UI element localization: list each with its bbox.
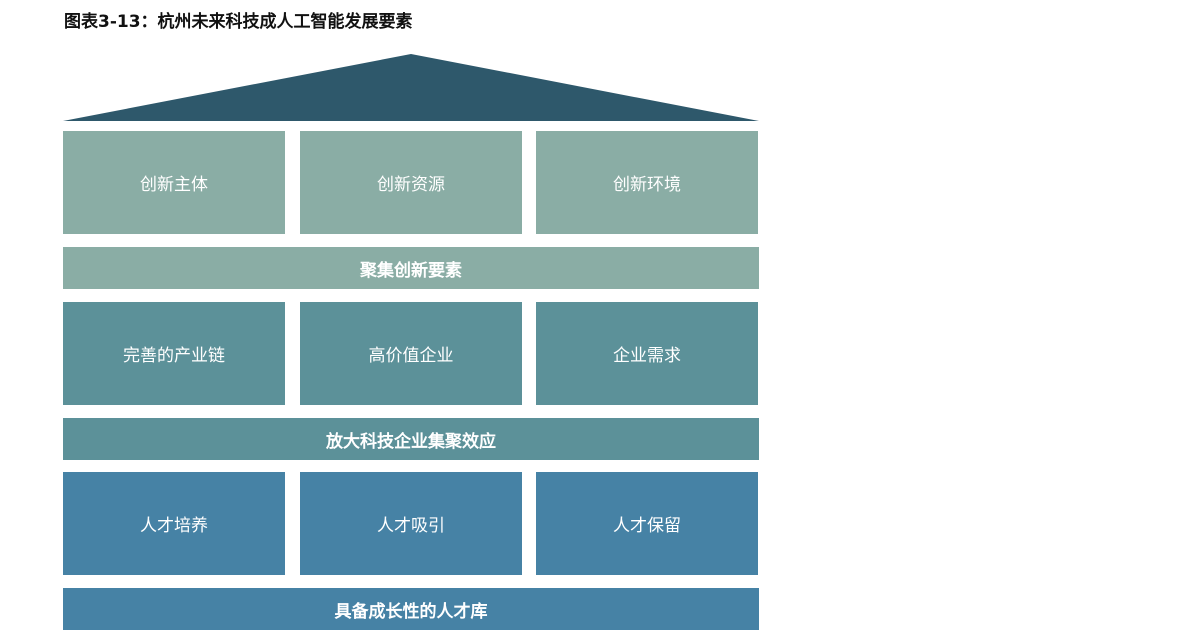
tier1-box-innovation-environment: 创新环境 [536, 131, 758, 234]
tier2-box-enterprise-demand: 企业需求 [536, 302, 758, 405]
roof-triangle [63, 54, 759, 121]
tier1-box-innovation-subject: 创新主体 [63, 131, 285, 234]
tier1-box-innovation-resources: 创新资源 [300, 131, 522, 234]
tier2-band: 放大科技企业集聚效应 [63, 418, 759, 460]
figure-title: 图表3-13：杭州未来科技成人工智能发展要素 [64, 12, 413, 32]
tier2-box-high-value-enterprises: 高价值企业 [300, 302, 522, 405]
tier1-band: 聚集创新要素 [63, 247, 759, 289]
tier3-band: 具备成长性的人才库 [63, 588, 759, 630]
tier2-box-industry-chain: 完善的产业链 [63, 302, 285, 405]
tier3-box-talent-cultivation: 人才培养 [63, 472, 285, 575]
tier3-box-talent-attraction: 人才吸引 [300, 472, 522, 575]
tier3-box-talent-retention: 人才保留 [536, 472, 758, 575]
